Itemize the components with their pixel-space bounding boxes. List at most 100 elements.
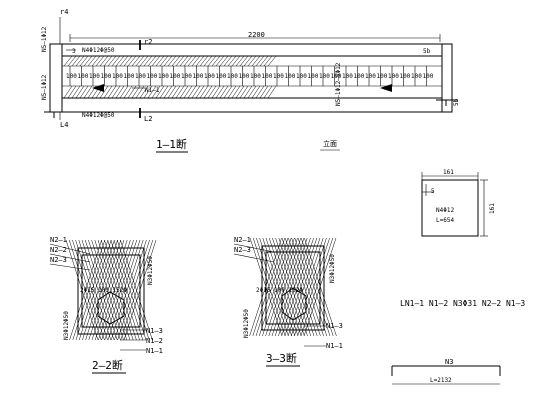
section-hatch-line <box>284 237 318 337</box>
sec2-n1-2: N1—2 <box>146 337 163 345</box>
title-section-2: 2—2断 <box>92 358 123 372</box>
hatch-line <box>167 85 177 99</box>
hatch-line <box>191 55 201 67</box>
sec3-dims: 2Φ15 100 152Φ <box>256 287 303 294</box>
section-hatch-line <box>88 239 121 341</box>
title-elevation: 立面 <box>323 139 337 148</box>
hatch-line <box>223 85 233 99</box>
hatch-line <box>183 55 193 67</box>
section-hatch-line <box>258 237 292 337</box>
section-hatch-line <box>82 239 115 341</box>
hatch-line <box>107 55 117 67</box>
spacing-label: 100 <box>388 73 399 80</box>
hatch-line <box>163 55 173 67</box>
section-hatch-line <box>120 239 154 341</box>
hatch-line <box>223 55 233 67</box>
section-hatch-line <box>291 237 324 337</box>
hatch-line <box>63 55 73 67</box>
hatch-line <box>107 85 117 99</box>
section-hatch-line <box>107 239 141 341</box>
detail-height: 161 <box>489 203 496 214</box>
section-hatch-line <box>272 237 305 337</box>
sec2-right-label: N3Φ12Φ50 <box>147 256 154 285</box>
hatch-line <box>267 85 277 99</box>
hatch-line <box>203 85 213 99</box>
hatch-line <box>151 85 161 99</box>
hatch-line <box>83 55 93 67</box>
sec3-n1-3: N1—3 <box>326 322 343 330</box>
section-hatch-line <box>85 239 118 341</box>
hatch-line <box>203 55 213 67</box>
sec3-n2-1: N2—1 <box>234 236 251 244</box>
spacing-label: 100 <box>239 73 250 80</box>
detail-label-1: N4Φ12 <box>436 207 454 214</box>
hatch-line <box>259 55 269 67</box>
hatch-line <box>247 55 257 67</box>
hatch-line <box>123 55 133 67</box>
section-hatch-line <box>114 239 147 341</box>
section-hatch-line <box>69 239 102 341</box>
hatch-line <box>215 85 225 99</box>
spacing-label: 100 <box>273 73 284 80</box>
hatch-line <box>207 55 217 67</box>
hatch-bottom <box>63 85 277 99</box>
section-2-2: 2Φ15 100 152Φ N2—1 N2—2 N2—3 N3Φ12Φ50 N3… <box>49 236 163 374</box>
section-hatch-line <box>294 237 327 337</box>
hatch-line <box>179 55 189 67</box>
section-hatch-line <box>91 239 125 341</box>
section-hatch-line <box>110 239 144 341</box>
hatch-line <box>163 85 173 99</box>
section-hatch-line <box>113 239 147 341</box>
section-hatch-line <box>278 237 311 337</box>
label-n5-top: N5—1Φ12 <box>41 26 48 52</box>
hatch-line <box>227 55 237 67</box>
hatch-line <box>71 55 81 67</box>
hatch-line <box>95 55 105 67</box>
hatch-line <box>171 85 181 99</box>
section-hatch-line <box>98 239 131 341</box>
hatch-line <box>71 85 81 99</box>
spacing-label: 100 <box>147 73 158 80</box>
hatch-line <box>187 85 197 99</box>
hatch-line <box>155 85 165 99</box>
hatch-line <box>243 85 253 99</box>
section-hatch-line <box>300 237 334 337</box>
hatch-line <box>135 55 145 67</box>
sec2-n1-3: N1—3 <box>146 327 163 335</box>
sec2-dims: 2Φ15 100 152Φ <box>80 287 127 294</box>
sec3-right-label: N3Φ12Φ50 <box>329 254 336 283</box>
section-hatch-line <box>104 239 137 341</box>
sec3-n2-3: N2—3 <box>234 246 251 254</box>
spacing-label: 100 <box>423 73 434 80</box>
spacing-label: 100 <box>216 73 227 80</box>
hatch-line <box>235 55 245 67</box>
hatch-line <box>147 55 157 67</box>
section-hatch-line <box>284 237 318 337</box>
hatch-line <box>239 85 249 99</box>
section-hatch-line <box>252 237 286 337</box>
sec3-n1-1: N1—1 <box>326 342 343 350</box>
title-section-3: 3—3断 <box>266 351 297 365</box>
hatch-line <box>239 55 249 67</box>
section-3-3: 2Φ15 100 152Φ N2—1 N2—3 N3Φ12Φ50 N3Φ12Φ5… <box>233 236 343 367</box>
label-n4-top: N4Φ12Φ@50 <box>82 47 115 54</box>
section-hatch-line <box>268 237 302 337</box>
section-hatch-line <box>275 237 308 337</box>
detail-small: 5 <box>431 188 435 195</box>
hatch-line <box>79 55 89 67</box>
spacing-label: 100 <box>66 73 77 80</box>
detail-label-2: L=654 <box>436 217 454 224</box>
section-hatch-line <box>101 239 134 341</box>
section-hatch-line <box>78 239 112 341</box>
hatch-line <box>91 55 101 67</box>
hatch-line <box>111 55 121 67</box>
section-hatch-line <box>271 237 305 337</box>
hatch-line <box>87 55 97 67</box>
section-hatch-line <box>268 237 302 337</box>
hatch-line <box>147 85 157 99</box>
label-n4-bottom: N4Φ12Φ@50 <box>82 112 115 119</box>
hatch-line <box>67 55 77 67</box>
section-hatch-line <box>288 237 321 337</box>
bar-list-text: LN1—1 N1—2 N3Φ31 N2—2 N1—3 <box>400 299 525 308</box>
hatch-line <box>75 85 85 99</box>
